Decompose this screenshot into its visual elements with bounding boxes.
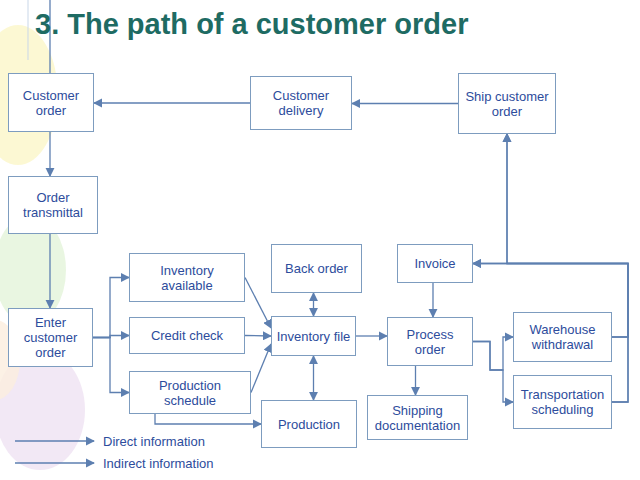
process-box: Warehouse withdrawal (513, 312, 612, 362)
flow-connector (432, 283, 433, 317)
flow-connector (93, 338, 129, 393)
box-text-group: Enter customer order (13, 315, 88, 360)
balloon-string (28, 0, 29, 60)
box-text-group: Order transmittal (13, 190, 93, 220)
flow-connector (313, 293, 314, 316)
box-text-group: Production (278, 417, 340, 432)
box-text-group: Warehouse withdrawal (518, 322, 607, 352)
process-box: Customer delivery (250, 76, 352, 130)
box-label: Customer order (13, 88, 89, 118)
box-label: Inventory available (134, 263, 240, 293)
box-text-group: Customer delivery (255, 88, 347, 118)
box-text-group: Credit check (151, 328, 223, 343)
process-box: Production (261, 400, 357, 448)
flow-connector (415, 366, 416, 395)
flow-connector (49, 234, 50, 308)
process-box: Customer order (8, 73, 94, 132)
flow-connector (356, 335, 387, 336)
flow-connector (507, 134, 628, 337)
flow-connector (93, 278, 129, 338)
flow-connector (245, 278, 271, 329)
process-box: Order transmittal (8, 176, 98, 234)
flow-connector (245, 335, 271, 337)
box-label: Warehouse withdrawal (518, 322, 607, 352)
flow-connector (313, 356, 314, 400)
flow-connector (507, 134, 628, 402)
box-label: Back order (285, 261, 348, 276)
box-text-group: Ship customer order (463, 89, 551, 119)
box-label: Production schedule (134, 378, 246, 408)
process-box: Transportation scheduling (513, 375, 612, 429)
process-box: Inventory file (271, 316, 356, 356)
box-label: Customer delivery (255, 88, 347, 118)
box-text-group: Back order (285, 261, 348, 276)
legend-text: Indirect information (103, 456, 214, 471)
box-label: Credit check (151, 328, 223, 343)
box-text-group: Transportation scheduling (518, 387, 607, 417)
process-box: Production schedule (129, 371, 251, 414)
box-label: Transportation scheduling (518, 387, 607, 417)
box-label: Invoice (414, 256, 455, 271)
diagram-title: 3. The path of a customer order (35, 8, 468, 41)
process-box: Invoice (397, 244, 473, 283)
legend-line-indirect (15, 462, 94, 463)
box-text-group: Invoice (414, 256, 455, 271)
box-label: Ship customer order (463, 89, 551, 119)
box-label: Process order (392, 327, 468, 357)
flow-connector (155, 414, 261, 424)
box-text-group: Inventory file (277, 329, 351, 344)
legend-text: Direct information (103, 434, 205, 449)
flow-connector (251, 344, 271, 393)
box-label: Inventory file (277, 329, 351, 344)
box-label: Order transmittal (13, 190, 93, 220)
box-text-group: Shipping documentation (372, 403, 463, 433)
process-box: Back order (271, 244, 362, 293)
box-text-group: Inventory available (134, 263, 240, 293)
box-label: Enter customer order (13, 315, 88, 360)
process-box: Enter customer order (8, 308, 93, 367)
process-box: Process order (387, 317, 473, 366)
box-text-group: Production schedule (134, 378, 246, 408)
flow-connector (49, 132, 50, 176)
process-box: Ship customer order (458, 73, 556, 134)
flow-connector (352, 103, 458, 104)
process-box: Credit check (129, 317, 245, 354)
box-text-group: Customer order (13, 88, 89, 118)
box-label: Shipping documentation (372, 403, 463, 433)
box-text-group: Process order (392, 327, 468, 357)
box-label: Production (278, 417, 340, 432)
flow-connector (473, 342, 513, 403)
process-box: Shipping documentation (367, 395, 468, 440)
legend-line-direct (15, 440, 94, 441)
flow-connector (94, 102, 250, 103)
process-box: Inventory available (129, 253, 245, 302)
